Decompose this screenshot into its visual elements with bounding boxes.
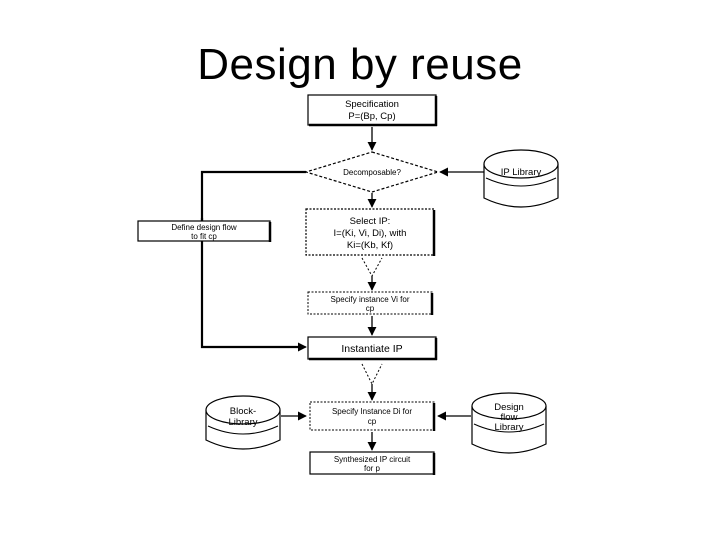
block-library-label-1: Block- xyxy=(230,406,256,417)
specification-label: Specification xyxy=(345,99,399,110)
block-library-store: Block- Library xyxy=(205,395,281,450)
synthesized-ip-box: Synthesized IP circuit for p xyxy=(309,451,436,475)
specify-instance-box: Specify instance Vi for cp xyxy=(307,291,434,315)
define-design-flow-label-2: to fit cp xyxy=(191,232,217,241)
block-library-label-2: Library xyxy=(228,417,257,428)
ip-library-store: IP Library xyxy=(483,149,559,208)
ip-library-label: IP Library xyxy=(501,167,542,178)
define-design-flow-box: Define design flow to fit cp xyxy=(137,220,272,242)
select-ip-label: Select IP: xyxy=(350,216,391,227)
specify-instance-label-1: Specify instance Vi for xyxy=(330,295,409,304)
design-flow-library-store: Design flow Library xyxy=(471,392,547,454)
decomposable-label: Decomposable? xyxy=(343,168,401,177)
design-flow-library-label-3: Library xyxy=(494,422,523,433)
define-design-flow-label-1: Define design flow xyxy=(171,223,237,232)
specification-box: Specification P=(Bp, Cp) xyxy=(307,94,438,127)
specify-di-label-1: Specify Instance Di for xyxy=(332,407,412,416)
select-ip-tuple: I=(Ki, Vi, Di), with xyxy=(334,228,407,239)
synthesized-label-1: Synthesized IP circuit xyxy=(334,455,411,464)
select-ip-box: Select IP: I=(Ki, Vi, Di), with Ki=(Kb, … xyxy=(305,208,436,256)
arrow-instantiate-to-specify-di xyxy=(361,363,383,386)
select-ip-ki: Ki=(Kb, Kf) xyxy=(347,240,393,251)
connector-decision-left-branch xyxy=(200,170,306,349)
specify-di-label-2: cp xyxy=(368,417,377,426)
synthesized-label-2: for p xyxy=(364,464,381,473)
specify-di-box: Specify Instance Di for cp xyxy=(309,401,436,431)
slide-title: Design by reuse xyxy=(197,40,523,89)
instantiate-ip-label: Instantiate IP xyxy=(341,343,402,355)
instantiate-ip-box: Instantiate IP xyxy=(307,336,438,361)
design-flow-library-label-1: Design xyxy=(494,402,524,413)
specify-instance-label-2: cp xyxy=(366,304,375,313)
design-flow-library-label-2: flow xyxy=(501,412,518,423)
decomposable-decision: Decomposable? xyxy=(303,151,441,193)
specification-formula: P=(Bp, Cp) xyxy=(348,111,395,122)
arrow-select-to-specify xyxy=(361,257,383,278)
